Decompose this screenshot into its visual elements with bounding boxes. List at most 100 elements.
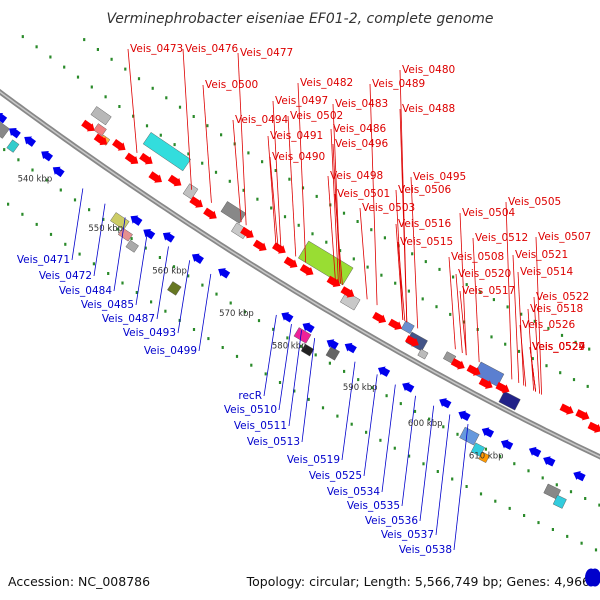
track-dot — [132, 114, 135, 118]
track-dot — [394, 281, 397, 285]
track-dot — [479, 492, 483, 496]
track-dot — [393, 446, 396, 450]
track-dot — [301, 186, 305, 190]
gene-cluster-block — [498, 390, 521, 411]
forward-gene-leader — [395, 223, 404, 320]
track-dot — [504, 342, 507, 346]
track-dot — [479, 290, 482, 294]
track-dot — [201, 161, 204, 165]
track-dot — [116, 227, 119, 231]
track-dot — [527, 469, 530, 473]
forward-gene-leader — [237, 52, 247, 226]
track-dot — [201, 283, 204, 287]
forward-gene-label: Veis_0527 — [532, 341, 585, 353]
track-dot — [83, 38, 86, 42]
forward-gene-label: Veis_0522 — [536, 291, 589, 303]
track-dot — [229, 301, 232, 305]
track-dot — [187, 274, 190, 278]
forward-gene-label: Veis_0501 — [337, 188, 390, 200]
reverse-gene-label: Veis_0538 — [399, 544, 452, 556]
track-dot — [408, 454, 411, 458]
forward-gene-arrow — [148, 171, 162, 183]
position-tick-label: 600 kbp — [408, 419, 443, 429]
forward-gene-label: Veis_0508 — [451, 251, 504, 263]
accession-text: Accession: NC_008786 — [8, 574, 150, 589]
track-dot — [517, 349, 521, 353]
track-dot — [555, 483, 558, 487]
feature-blocks — [0, 106, 567, 509]
position-tick-label: 550 kbp — [88, 224, 123, 234]
track-dot — [484, 447, 487, 451]
forward-gene-leader — [287, 115, 297, 257]
track-dot — [124, 67, 127, 71]
reverse-gene-arrow — [9, 127, 21, 139]
track-dot — [206, 124, 209, 128]
forward-gene-label: Veis_0483 — [335, 98, 388, 110]
forward-gene-arrow — [478, 377, 493, 389]
reverse-gene-leader — [278, 324, 292, 411]
forward-gene-label: Veis_0514 — [520, 266, 574, 278]
reverse-gene-arrow — [344, 342, 357, 354]
track-dot — [551, 528, 554, 531]
forward-gene-arrow — [495, 382, 510, 394]
track-dot — [243, 310, 246, 314]
reverse-gene-leader — [71, 188, 84, 261]
track-dot — [151, 86, 154, 90]
track-dot — [465, 283, 468, 287]
forward-gene-label: Veis_0518 — [530, 303, 583, 315]
track-dot — [588, 347, 591, 351]
track-dot — [598, 503, 600, 507]
reverse-gene-arrow — [218, 268, 231, 279]
track-dot — [45, 178, 48, 182]
track-dot — [96, 48, 99, 51]
forward-gene-arrow — [404, 335, 419, 347]
track-dot — [288, 177, 291, 181]
track-dot — [371, 386, 374, 390]
reverse-gene-leader — [177, 260, 191, 334]
forward-gene-arrow — [575, 409, 590, 421]
track-dot — [283, 215, 287, 219]
track-dot — [102, 217, 105, 221]
reverse-gene-leader — [263, 314, 277, 397]
reverse-gene-leader — [113, 217, 126, 292]
track-dot — [215, 292, 218, 296]
forward-gene-arrow — [587, 421, 600, 433]
forward-gene-label: Veis_0473 — [130, 43, 183, 55]
reverse-gene-arrow — [143, 228, 156, 240]
reverse-gene-label: Veis_0536 — [365, 515, 419, 527]
reverse-gene-leader — [156, 246, 169, 320]
forward-gene-arrow — [252, 239, 267, 252]
gene-cluster-block — [142, 132, 191, 172]
topology-text: Topology: circular; Length: 5,566,749 bp… — [246, 574, 590, 589]
forward-gene-arrow — [450, 358, 465, 370]
forward-gene-label: Veis_0515 — [400, 236, 453, 248]
gene-cluster-block — [117, 227, 133, 242]
forward-gene-leader — [297, 82, 307, 263]
track-dot — [187, 152, 190, 156]
forward-gene-label: Veis_0480 — [402, 64, 455, 76]
track-dot — [264, 372, 267, 376]
reverse-gene-label: Veis_0537 — [381, 529, 434, 541]
reverse-gene-arrow — [528, 446, 542, 458]
track-dot — [214, 170, 218, 174]
forward-gene-arrow — [203, 207, 217, 220]
gene-arrows — [0, 112, 600, 482]
forward-gene-label: Veis_0524 — [532, 341, 586, 353]
backbone-highlight — [0, 91, 600, 458]
track-dot — [370, 228, 373, 232]
forward-gene-leader — [519, 324, 527, 387]
reverse-gene-label: Veis_0525 — [309, 470, 362, 482]
track-dot — [130, 237, 133, 241]
track-dot — [207, 337, 210, 341]
forward-gene-leader — [359, 207, 368, 300]
track-dot — [261, 160, 264, 164]
track-dot — [366, 265, 369, 269]
reverse-gene-label: Veis_0493 — [123, 327, 176, 339]
track-dot — [64, 242, 67, 246]
forward-gene-leader — [269, 156, 279, 246]
track-dot — [35, 45, 38, 49]
reverse-gene-arrow — [326, 339, 339, 350]
forward-gene-leader — [232, 119, 242, 223]
